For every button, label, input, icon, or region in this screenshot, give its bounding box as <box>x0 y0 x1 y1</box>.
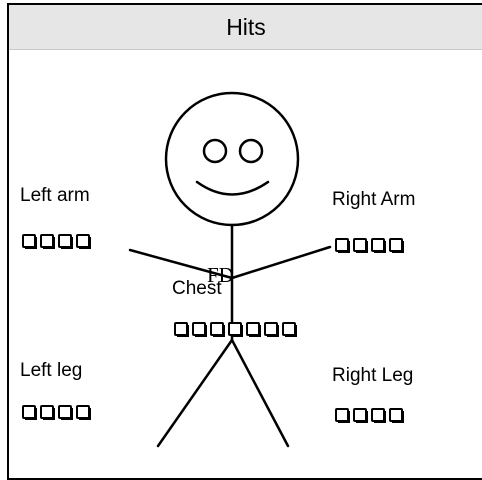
right-leg-boxes <box>335 408 403 422</box>
left-leg-line <box>158 340 232 446</box>
chest-hit-checkbox[interactable] <box>264 322 278 336</box>
right-leg-hit-checkbox[interactable] <box>389 408 403 422</box>
mouth <box>197 182 268 195</box>
right-arm-hit-checkbox[interactable] <box>353 238 367 252</box>
left-leg-hit-checkbox[interactable] <box>22 405 36 419</box>
left-arm-boxes <box>22 234 90 248</box>
right-arm-hit-checkbox[interactable] <box>389 238 403 252</box>
right-arm-hit-checkbox[interactable] <box>371 238 385 252</box>
left-arm-label: Left arm <box>20 185 90 207</box>
right-leg-hit-checkbox[interactable] <box>371 408 385 422</box>
chest-hit-checkbox[interactable] <box>192 322 206 336</box>
left-leg-label: Left leg <box>20 360 82 382</box>
right-arm-hit-checkbox[interactable] <box>335 238 349 252</box>
left-arm-hit-checkbox[interactable] <box>40 234 54 248</box>
left-eye <box>204 140 226 162</box>
right-eye <box>240 140 262 162</box>
right-arm-line <box>232 247 330 278</box>
right-arm-label: Right Arm <box>332 189 415 211</box>
chest-hit-checkbox[interactable] <box>210 322 224 336</box>
chest-label: Chest <box>172 278 222 300</box>
chest-hit-checkbox[interactable] <box>228 322 242 336</box>
right-leg-label: Right Leg <box>332 365 413 387</box>
left-leg-hit-checkbox[interactable] <box>40 405 54 419</box>
right-leg-hit-checkbox[interactable] <box>353 408 367 422</box>
left-leg-boxes <box>22 405 90 419</box>
left-arm-hit-checkbox[interactable] <box>76 234 90 248</box>
chest-hit-checkbox[interactable] <box>174 322 188 336</box>
chest-hit-checkbox[interactable] <box>246 322 260 336</box>
left-leg-hit-checkbox[interactable] <box>58 405 72 419</box>
left-arm-hit-checkbox[interactable] <box>58 234 72 248</box>
left-leg-hit-checkbox[interactable] <box>76 405 90 419</box>
chest-hit-checkbox[interactable] <box>282 322 296 336</box>
right-leg-hit-checkbox[interactable] <box>335 408 349 422</box>
chest-boxes <box>174 322 296 336</box>
left-arm-hit-checkbox[interactable] <box>22 234 36 248</box>
head <box>166 93 298 225</box>
right-leg-line <box>232 340 288 446</box>
right-arm-boxes <box>335 238 403 252</box>
